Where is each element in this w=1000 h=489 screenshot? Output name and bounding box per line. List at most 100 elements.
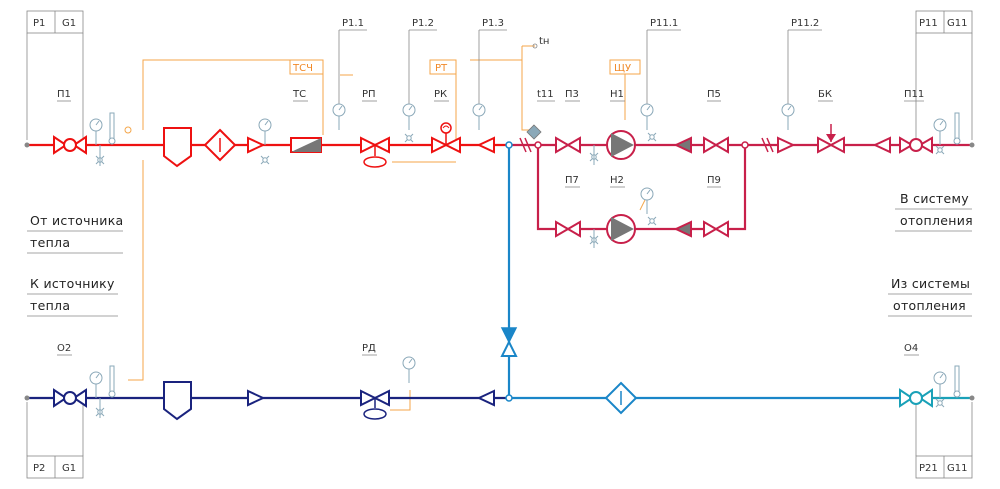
svg-text:П5: П5	[707, 89, 721, 100]
check-valve-supply-2-icon	[476, 136, 495, 154]
caption-to-system: В систему отопления	[895, 191, 973, 232]
gauge-p11-1-icon	[640, 103, 657, 142]
check-valve-supply-4-icon	[872, 136, 891, 154]
tag-g1-bottom: G1	[62, 463, 76, 474]
check-valve-supply-3-icon	[777, 136, 796, 154]
frame-right-top: P11 G11	[915, 10, 973, 140]
sensor-t11: t11	[519, 89, 555, 153]
caption-to-source: К источнику тепла	[27, 276, 118, 317]
caption-to-source-line2: тепла	[30, 298, 70, 313]
svg-text:Н1: Н1	[610, 89, 624, 100]
valve-bk[interactable]: БК	[817, 89, 845, 154]
svg-text:П1: П1	[57, 89, 71, 100]
svg-text:РК: РК	[434, 89, 447, 100]
svg-text:ТСЧ: ТСЧ	[292, 63, 313, 74]
check-valve-jumper-icon	[500, 327, 518, 357]
valve-p11[interactable]: П11	[899, 89, 933, 154]
gauge-p1-2-icon	[402, 103, 416, 143]
valve-p5[interactable]: П5	[703, 89, 729, 154]
valve-p3[interactable]: П3	[555, 89, 581, 154]
control-box-tsch: ТСЧ	[289, 59, 324, 75]
svg-text:П7: П7	[565, 175, 579, 186]
tag-p11: P11	[919, 18, 938, 29]
tag-p1: P1	[33, 18, 45, 29]
gauge-pump1-icon	[589, 145, 599, 165]
tag-p21: P21	[919, 463, 938, 474]
valve-o2[interactable]: О2	[53, 343, 87, 408]
tag-p1-3: P1.3	[482, 18, 504, 29]
tag-p11-1: P11.1	[650, 18, 678, 29]
valve-p9[interactable]: П9	[703, 175, 729, 238]
svg-text:П3: П3	[565, 89, 579, 100]
tag-p2: P2	[33, 463, 45, 474]
pump-n1[interactable]: Н1	[606, 89, 636, 160]
caption-to-system-line1: В систему	[900, 191, 969, 206]
tag-p1-2: P1.2	[412, 18, 434, 29]
svg-text:ТС: ТС	[292, 89, 306, 100]
svg-text:П11: П11	[904, 89, 924, 100]
tag-p11-2: P11.2	[791, 18, 819, 29]
caption-from-system: Из системы отопления	[888, 276, 972, 317]
valve-p7[interactable]: П7	[555, 175, 581, 238]
caption-from-system-line2: отопления	[893, 298, 966, 313]
heat-meter-ts: ТС	[290, 89, 322, 153]
check-valve-n2-icon	[673, 220, 692, 238]
instrument-tags: P1.1 P1.2 P1.3 P11.1 P11.2 tн	[338, 18, 822, 110]
supply-pipe	[27, 143, 972, 231]
control-box-rt: РТ	[429, 59, 457, 75]
gauge-p1-icon	[89, 112, 116, 166]
gauge-p1-1-icon	[332, 103, 346, 131]
svg-text:t11: t11	[537, 89, 554, 100]
mud-trap-supply-icon	[163, 127, 192, 168]
caption-to-source-line1: К источнику	[30, 276, 115, 291]
gauge-outlet-icon	[933, 112, 961, 155]
svg-text:БК: БК	[818, 89, 832, 100]
svg-text:РП: РП	[362, 89, 376, 100]
svg-text:ЩУ: ЩУ	[614, 63, 631, 74]
valve-p1[interactable]: П1	[53, 89, 87, 155]
svg-text:Н2: Н2	[610, 175, 624, 186]
gauge-p1-3-icon	[472, 103, 486, 131]
filter-supply-icon	[203, 128, 237, 162]
tag-p1-1: P1.1	[342, 18, 364, 29]
mud-trap-return-icon	[163, 381, 192, 421]
caption-from-source: От источника тепла	[27, 213, 124, 254]
gauge-o2-icon	[89, 365, 116, 418]
valve-rk[interactable]: РК	[431, 89, 461, 154]
svg-text:О2: О2	[57, 343, 71, 354]
valve-rd[interactable]: РД	[360, 343, 390, 420]
caption-from-source-line2: тепла	[30, 235, 70, 250]
filter-return-icon	[604, 381, 638, 415]
valve-o4[interactable]: О4	[899, 343, 933, 408]
check-valve-return-2-icon	[476, 389, 495, 407]
tag-g11-bottom: G11	[947, 463, 967, 474]
junctions	[24, 141, 975, 402]
tag-g11-top: G11	[947, 18, 967, 29]
caption-to-system-line2: отопления	[900, 213, 973, 228]
svg-text:РТ: РТ	[435, 63, 448, 74]
caption-from-source-line1: От источника	[30, 213, 124, 228]
gauge-rd-icon	[402, 356, 416, 384]
gauge-supply-2-icon	[258, 118, 272, 165]
check-valve-return-icon	[247, 389, 266, 407]
check-valve-supply-icon	[247, 136, 266, 154]
tag-tn: tн	[539, 36, 549, 47]
control-lines	[128, 45, 646, 411]
svg-text:РД: РД	[362, 343, 376, 354]
check-valve-n1-icon	[673, 136, 692, 154]
gauge-pump2-icon	[589, 229, 599, 248]
frame-right-bottom: P21 G11	[915, 402, 973, 479]
svg-text:П9: П9	[707, 175, 721, 186]
gauge-n2-icon	[640, 187, 657, 226]
tag-g1: G1	[62, 18, 76, 29]
gauge-o4-icon	[933, 365, 961, 408]
joint-icon	[761, 137, 774, 153]
pump-n2[interactable]: Н2	[606, 175, 636, 244]
caption-from-system-line1: Из системы	[891, 276, 970, 291]
frame-left-bottom: P2 G1	[26, 402, 84, 479]
svg-text:О4: О4	[904, 343, 918, 354]
frame-left-top: P1 G1	[26, 10, 84, 140]
valve-rp[interactable]: РП	[360, 89, 390, 168]
gauge-p11-2-icon	[781, 103, 795, 131]
